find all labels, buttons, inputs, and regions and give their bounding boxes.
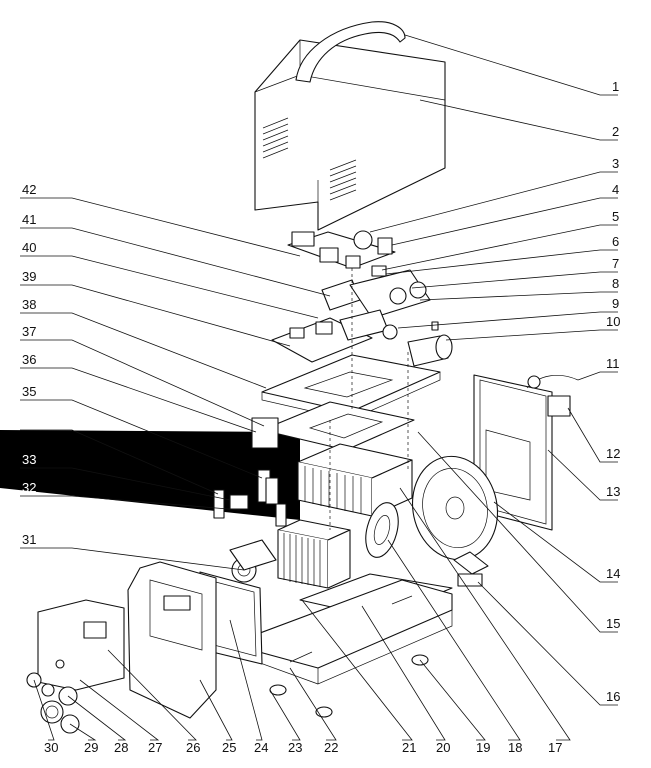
base-chassis bbox=[251, 573, 453, 685]
main-plate bbox=[261, 354, 441, 421]
label-10: 10 bbox=[606, 314, 620, 329]
label-13: 13 bbox=[606, 484, 620, 499]
label-18: 18 bbox=[508, 740, 522, 755]
heat-sink-upper bbox=[297, 443, 413, 517]
label-23: 23 bbox=[288, 740, 302, 755]
label-28: 28 bbox=[114, 740, 128, 755]
front-panel bbox=[127, 561, 217, 719]
label-5: 5 bbox=[612, 209, 619, 224]
label-4: 4 bbox=[612, 182, 619, 197]
label-15: 15 bbox=[606, 616, 620, 631]
label-24: 24 bbox=[254, 740, 268, 755]
label-39: 39 bbox=[22, 269, 36, 284]
label-22: 22 bbox=[324, 740, 338, 755]
top-cover bbox=[254, 21, 446, 231]
label-29: 29 bbox=[84, 740, 98, 755]
label-35: 35 bbox=[22, 384, 36, 399]
part-labels: 1 2 3 4 5 6 7 8 9 10 11 12 13 14 15 16 1… bbox=[22, 79, 620, 755]
label-20: 20 bbox=[436, 740, 450, 755]
label-19: 19 bbox=[476, 740, 490, 755]
power-cable bbox=[526, 374, 579, 417]
potentiometer-knob bbox=[229, 539, 277, 583]
label-26: 26 bbox=[186, 740, 200, 755]
label-6: 6 bbox=[612, 234, 619, 249]
label-38: 38 bbox=[22, 297, 36, 312]
label-9: 9 bbox=[612, 296, 619, 311]
label-17: 17 bbox=[548, 740, 562, 755]
leader-lines bbox=[20, 34, 618, 741]
label-11: 11 bbox=[606, 356, 620, 371]
label-25: 25 bbox=[222, 740, 236, 755]
rectifier-bracket bbox=[453, 551, 489, 587]
label-30: 30 bbox=[44, 740, 58, 755]
label-37: 37 bbox=[22, 324, 36, 339]
label-33: 33 bbox=[22, 452, 36, 467]
label-27: 27 bbox=[148, 740, 162, 755]
label-40: 40 bbox=[22, 240, 36, 255]
label-2: 2 bbox=[612, 124, 619, 139]
label-31: 31 bbox=[22, 532, 36, 547]
label-3: 3 bbox=[612, 156, 619, 171]
label-12: 12 bbox=[606, 446, 620, 461]
rubber-feet bbox=[269, 654, 429, 718]
heat-sink-lower bbox=[277, 519, 351, 589]
label-42: 42 bbox=[22, 182, 36, 197]
assembly-guides bbox=[329, 268, 409, 530]
label-8: 8 bbox=[612, 276, 619, 291]
label-34: 34 bbox=[22, 414, 36, 429]
label-32: 32 bbox=[22, 480, 36, 495]
mounting-brackets bbox=[213, 469, 287, 527]
label-14: 14 bbox=[606, 566, 620, 581]
mid-plate bbox=[251, 401, 415, 451]
label-36: 36 bbox=[22, 352, 36, 367]
label-1: 1 bbox=[612, 79, 619, 94]
upper-pcb-assembly bbox=[271, 230, 453, 367]
label-21: 21 bbox=[402, 740, 416, 755]
label-7: 7 bbox=[612, 256, 619, 271]
label-16: 16 bbox=[606, 689, 620, 704]
control-plate bbox=[37, 599, 125, 691]
black-band bbox=[0, 430, 300, 520]
label-41: 41 bbox=[22, 212, 36, 227]
